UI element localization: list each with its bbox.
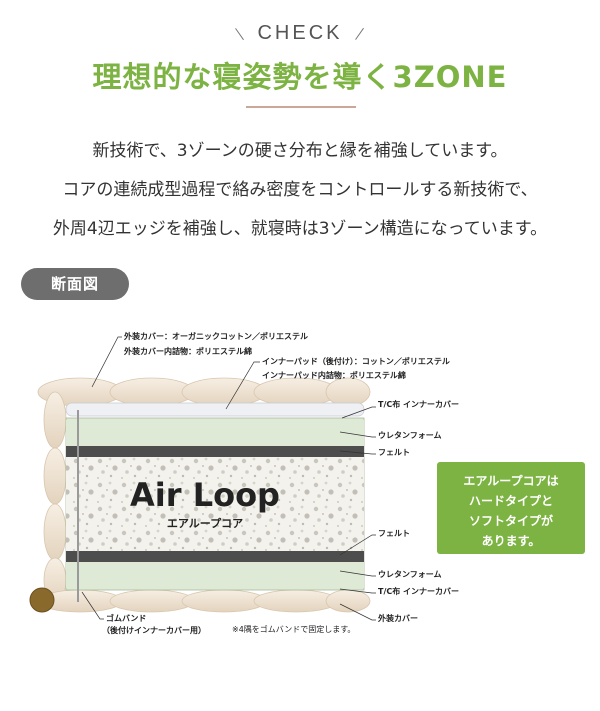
callout-line-1: エアループコアは (463, 474, 559, 488)
cross-section-diagram: Air Loop エアループコア 外装カバー：オーガニックコットン／ポリエステル… (29, 331, 459, 635)
core-logo: Air Loop (130, 476, 280, 514)
description-line-2: コアの連続成型過程で絡み密度をコントロールする新技術で、 (62, 180, 538, 200)
label-outer-cover: 外装カバー：オーガニックコットン／ポリエステル (124, 331, 308, 341)
leader-urethane-bottom (339, 570, 376, 577)
eyebrow-text: CHECK (257, 22, 343, 44)
core-type-callout: エアループコアは ハードタイプと ソフトタイプが あります。 (437, 462, 585, 554)
label-felt-top: フェルト (378, 448, 410, 457)
outer-cover-bottom (37, 589, 371, 613)
felt-bottom (66, 551, 364, 562)
section-badge: 断面図 (21, 268, 129, 300)
eyebrow: CHECK (0, 22, 600, 45)
felt-top (66, 446, 364, 457)
label-urethane-top: ウレタンフォーム (378, 430, 442, 440)
urethane-bottom (66, 562, 364, 588)
leader-inner-pad (225, 361, 260, 410)
label-rubber-band-sub: （後付けインナーカバー用） (102, 625, 206, 635)
label-rubber-band: ゴムバンド (106, 613, 146, 623)
rubber-band-clip-icon (29, 587, 55, 613)
label-outer-cover-fill: 外装カバー内詰物：ポリエステル綿 (124, 346, 252, 356)
diagram-note: ※4隅をゴムバンドで固定します。 (232, 624, 355, 634)
callout-line-3: ソフトタイプが (468, 514, 553, 528)
label-felt-bottom: フェルト (378, 529, 410, 538)
label-inner-pad-fill: インナーパッド内詰物：ポリエステル綿 (262, 370, 406, 380)
label-tc-top: T/C布 インナーカバー (378, 399, 459, 409)
leader-tc-top (341, 406, 376, 419)
leader-felt-bottom (339, 534, 376, 556)
label-tc-bottom: T/C布 インナーカバー (378, 586, 459, 596)
outer-cover-top (37, 377, 371, 407)
leader-felt-top (339, 450, 376, 455)
right-slash-icon (353, 27, 367, 41)
label-inner-pad: インナーパッド（後付け）：コットン／ポリエステル (262, 356, 450, 366)
leader-rubber-band (81, 591, 104, 620)
inner-pad (65, 402, 365, 417)
description-line-3: 外周4辺エッジを補強し、就寝時は3ゾーン構造になっています。 (52, 219, 548, 239)
leader-outer-cover-bottom (339, 603, 376, 621)
leader-urethane-top (339, 431, 376, 438)
label-outer-cover-bottom: 外装カバー (378, 613, 418, 623)
label-urethane-bottom: ウレタンフォーム (378, 569, 442, 579)
page-title: 理想的な寝姿勢を導く3ZONE (92, 60, 508, 94)
urethane-top (66, 420, 364, 446)
leader-outer-cover (91, 336, 122, 388)
outer-cover-side (43, 391, 67, 603)
description-line-1: 新技術で、3ゾーンの硬さ分布と縁を補強しています。 (92, 141, 508, 161)
core-logo-sub: エアループコア (167, 516, 243, 530)
left-slash-icon (233, 27, 247, 41)
callout-line-4: あります。 (481, 534, 541, 548)
title-divider (246, 106, 356, 108)
air-loop-core (66, 457, 364, 551)
callout-line-2: ハードタイプと (468, 494, 553, 508)
leader-tc-bottom (339, 588, 376, 594)
